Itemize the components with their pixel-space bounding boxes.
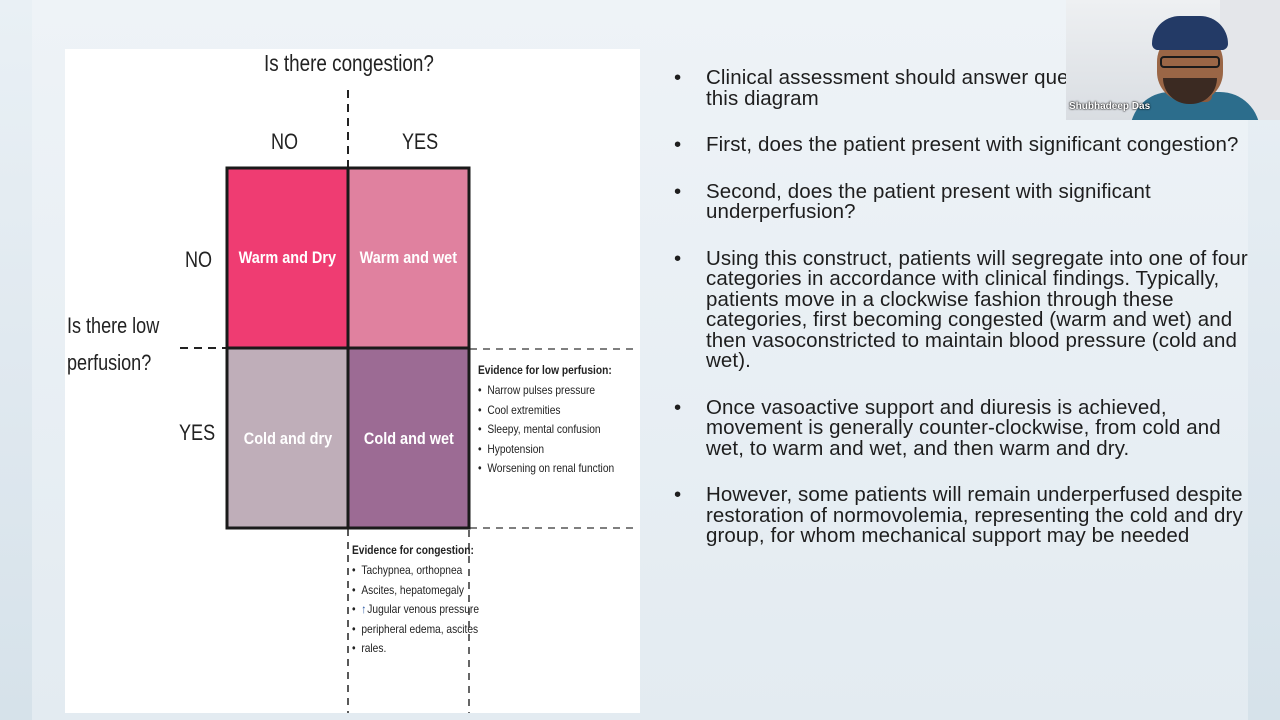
webcam-person-bandana: [1152, 16, 1228, 50]
bullet-glyph: •: [674, 483, 682, 506]
slide-bullet-list: •Clinical assessment should answer quest…: [674, 66, 1254, 547]
cell-cold-and-wet: Cold and wet: [348, 349, 469, 528]
list-item: ↑Jugular venous pressure: [352, 600, 480, 620]
bullet-text: First, does the patient present with sig…: [706, 133, 1239, 156]
grid-borders: [225, 166, 471, 530]
list-item-text: Jugular venous pressure: [367, 602, 480, 616]
evidence-congestion-list: Tachypnea, orthopnea Ascites, hepatomega…: [352, 561, 480, 659]
bullet-glyph: •: [674, 133, 682, 156]
bullet-glyph: •: [674, 66, 682, 89]
evidence-low-perfusion-list: Narrow pulses pressure Cool extremities …: [478, 381, 623, 479]
list-item: Tachypnea, orthopnea: [352, 561, 480, 581]
bullet-item: • Second, does the patient present with s…: [674, 179, 1254, 223]
forrester-diagram: Is there congestion? NO YES NO YES Is th…: [65, 49, 640, 713]
list-item: Narrow pulses pressure: [478, 381, 623, 401]
list-item: Ascites, hepatomegaly: [352, 581, 480, 601]
bullet-text: Using this construct, patients will segr…: [706, 246, 1248, 372]
webcam-person-glasses: [1160, 56, 1220, 68]
cell-cold-and-dry: Cold and dry: [227, 349, 348, 528]
congestion-question: Is there congestion?: [264, 50, 434, 76]
list-item: Cool extremities: [478, 401, 623, 421]
bullet-text: However, some patients will remain under…: [706, 483, 1243, 547]
list-item: Sleepy, mental confusion: [478, 420, 623, 440]
row-label-no: NO: [185, 247, 213, 272]
row-label-yes: YES: [179, 420, 216, 445]
evidence-congestion-title: Evidence for congestion:: [352, 543, 474, 557]
list-item: rales.: [352, 639, 480, 659]
cell-warm-and-dry: Warm and Dry: [227, 168, 348, 347]
cell-cold-and-dry-label: Cold and dry: [243, 428, 332, 448]
bullet-text: Second, does the patient present with si…: [706, 179, 1151, 223]
evidence-congestion: Evidence for congestion: Tachypnea, orth…: [352, 543, 480, 659]
column-label-yes: YES: [402, 129, 439, 154]
cell-warm-and-dry-label: Warm and Dry: [238, 247, 337, 267]
bullet-text: Once vasoactive support and diuresis is …: [706, 395, 1221, 460]
bullet-glyph: •: [674, 179, 682, 203]
evidence-low-perfusion-title: Evidence for low perfusion:: [478, 363, 612, 377]
cell-warm-and-wet: Warm and wet: [348, 168, 469, 347]
column-label-no: NO: [271, 129, 299, 154]
participant-name-label: Shubhadeep Das: [1069, 101, 1151, 112]
list-item: Worsening on renal function: [478, 459, 623, 479]
bullet-item: • Using this construct, patients will seg…: [674, 246, 1254, 372]
bullet-item: • However, some patients will remain und…: [674, 483, 1254, 547]
up-arrow-icon: ↑: [361, 602, 367, 616]
webcam-video-tile[interactable]: Shubhadeep Das: [1066, 0, 1280, 120]
bullet-item: • Once vasoactive support and diuresis i…: [674, 395, 1254, 460]
list-item: Hypotension: [478, 440, 623, 460]
list-item: peripheral edema, ascites: [352, 620, 480, 640]
bullet-glyph: •: [674, 246, 682, 270]
cell-warm-and-wet-label: Warm and wet: [359, 247, 458, 267]
bullet-item: • First, does the patient present with si…: [674, 133, 1254, 156]
evidence-low-perfusion: Evidence for low perfusion: Narrow pulse…: [478, 363, 623, 479]
cell-cold-and-wet-label: Cold and wet: [363, 428, 454, 448]
bullet-glyph: •: [674, 395, 682, 419]
perfusion-question: Is there low perfusion?: [67, 313, 160, 375]
